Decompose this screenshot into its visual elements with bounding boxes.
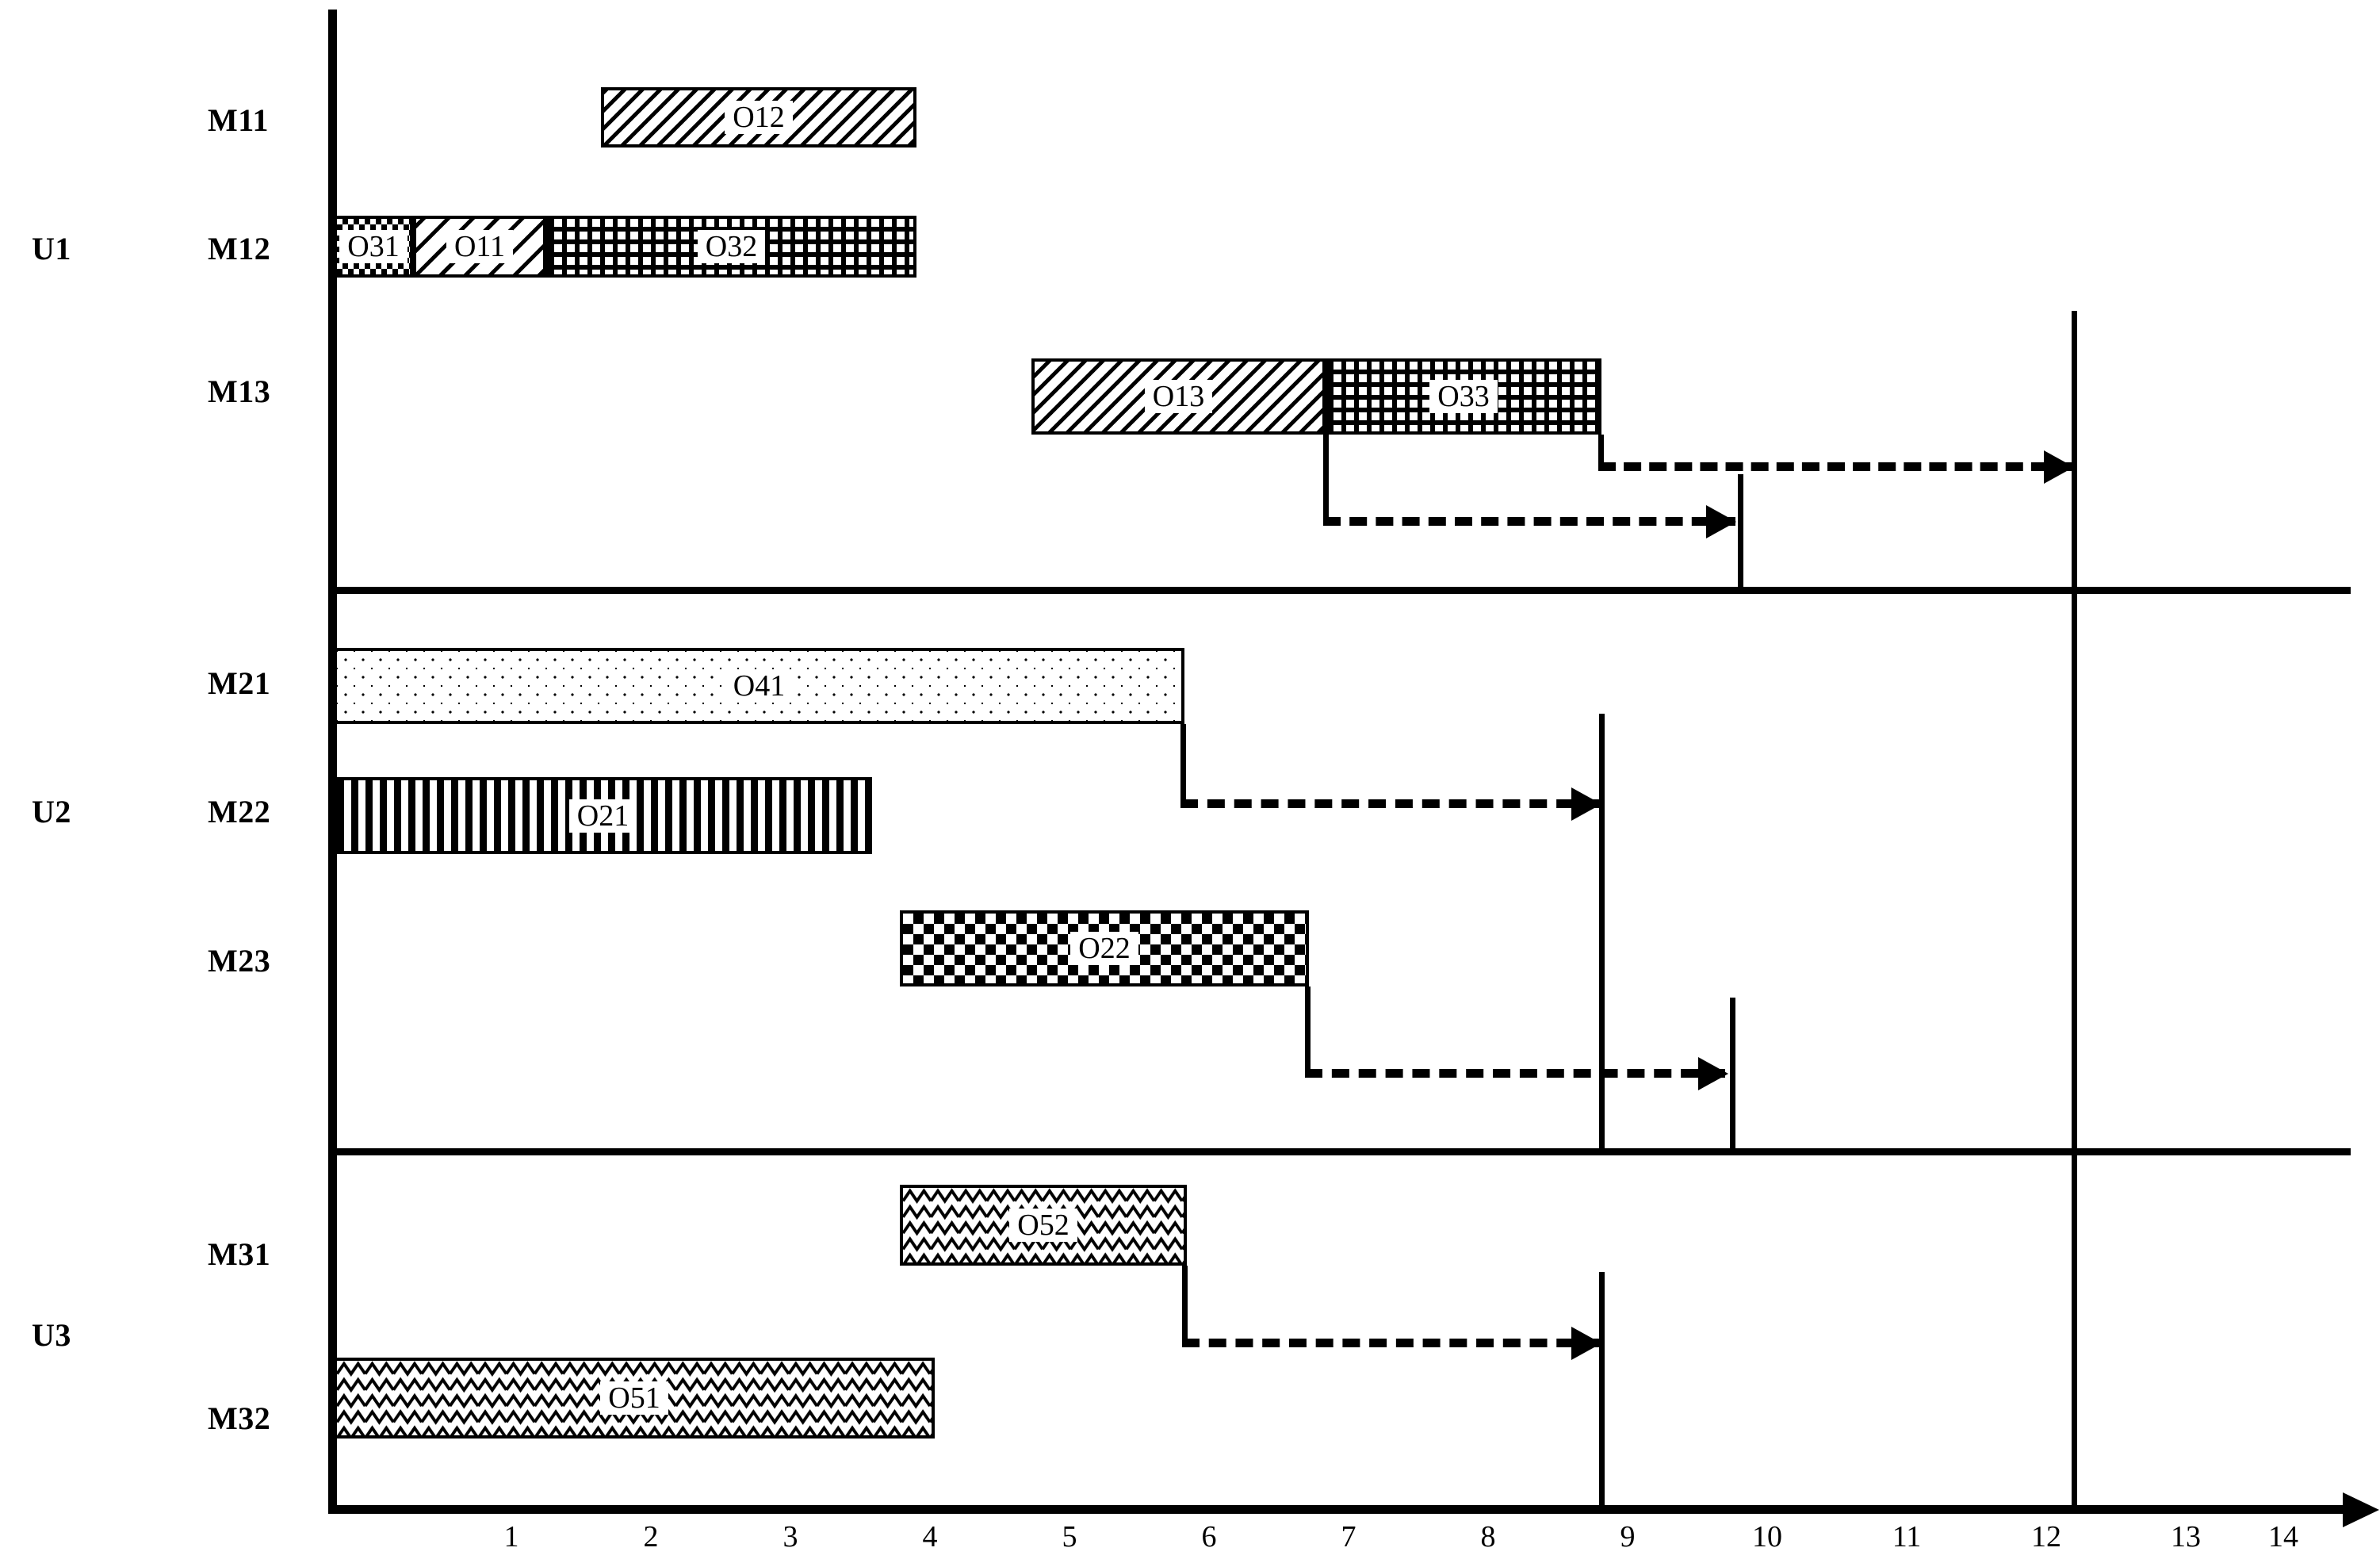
precedence-arrow-o33-to-due12 — [1598, 462, 2074, 471]
machine-label-m31: M31 — [208, 1236, 271, 1272]
task-label-o51: O51 — [600, 1381, 668, 1415]
x-tick-label-14: 14 — [2268, 1520, 2298, 1553]
machine-label-m22: M22 — [208, 794, 271, 829]
x-tick-label-5: 5 — [1062, 1520, 1077, 1553]
machine-label-m12: M12 — [208, 231, 271, 266]
x-tick-label-8: 8 — [1480, 1520, 1496, 1553]
x-axis-arrow-icon — [2343, 1492, 2379, 1527]
task-bar-o41: O41 — [334, 648, 1184, 724]
x-tick-label-11: 11 — [1892, 1520, 1922, 1553]
arrowhead-icon — [2044, 450, 2074, 484]
arrowhead-icon — [1698, 1057, 1728, 1090]
task-label-o21: O21 — [568, 799, 637, 833]
machine-label-m21: M21 — [208, 665, 271, 701]
x-tick-label-3: 3 — [782, 1520, 798, 1553]
due-date-marker-12-main — [2072, 311, 2077, 1513]
arrowhead-icon — [1706, 505, 1736, 538]
task-bar-o12: O12 — [601, 87, 916, 147]
y-axis-line — [328, 10, 337, 1512]
precedence-arrow-o13-to-due10 — [1323, 517, 1735, 526]
pattern-checkerboard-bold — [903, 914, 1306, 983]
x-tick-label-1: 1 — [503, 1520, 519, 1553]
due-date-marker-9-u2 — [1599, 714, 1605, 1150]
drop-line-o41 — [1180, 724, 1186, 803]
task-label-o33: O33 — [1429, 380, 1498, 413]
precedence-arrow-o41-to-due9 — [1180, 799, 1601, 808]
arrowhead-icon — [1571, 1327, 1601, 1360]
task-bar-o33: O33 — [1326, 358, 1601, 435]
x-tick-label-4: 4 — [922, 1520, 938, 1553]
task-label-o22: O22 — [1070, 932, 1138, 965]
task-label-o52: O52 — [1009, 1209, 1077, 1242]
due-date-marker-10-u2 — [1730, 998, 1735, 1150]
precedence-arrow-o52-to-due9 — [1182, 1339, 1601, 1347]
task-label-o41: O41 — [725, 669, 794, 703]
due-date-marker-9-u3 — [1599, 1272, 1605, 1511]
task-bar-o51: O51 — [334, 1358, 935, 1438]
unit-separator-u1-u2 — [333, 587, 2351, 594]
unit-separator-u2-u3 — [333, 1148, 2351, 1155]
task-bar-o13: O13 — [1031, 358, 1326, 435]
x-tick-label-12: 12 — [2031, 1520, 2061, 1553]
x-axis-line — [328, 1505, 2346, 1514]
due-date-marker-10-u1 — [1738, 474, 1743, 589]
task-bar-o21: O21 — [334, 777, 872, 854]
x-tick-label-7: 7 — [1341, 1520, 1356, 1553]
drop-line-o13 — [1323, 435, 1329, 522]
drop-line-o52 — [1182, 1266, 1188, 1343]
unit-label-u3: U3 — [32, 1317, 71, 1353]
precedence-arrow-o22-to-due10 — [1305, 1069, 1725, 1078]
drop-line-o22 — [1305, 986, 1311, 1074]
unit-label-u2: U2 — [32, 794, 71, 829]
arrowhead-icon — [1571, 787, 1601, 821]
x-tick-label-2: 2 — [643, 1520, 659, 1553]
pattern-zigzag — [903, 1188, 1184, 1262]
task-bar-o11: O11 — [413, 216, 546, 278]
x-tick-label-13: 13 — [2171, 1520, 2201, 1553]
pattern-hatch-backslash-dense — [604, 90, 913, 144]
x-tick-label-6: 6 — [1201, 1520, 1217, 1553]
machine-label-m13: M13 — [208, 374, 271, 409]
machine-label-m32: M32 — [208, 1400, 271, 1436]
task-label-o31: O31 — [339, 230, 408, 263]
task-label-o11: O11 — [446, 230, 514, 263]
task-bar-o32: O32 — [546, 216, 916, 278]
drop-line-o33 — [1598, 435, 1604, 466]
task-label-o12: O12 — [725, 101, 793, 134]
x-tick-label-9: 9 — [1620, 1520, 1636, 1553]
task-bar-o52: O52 — [900, 1185, 1187, 1266]
task-label-o32: O32 — [697, 230, 766, 263]
machine-label-m11: M11 — [208, 102, 270, 138]
x-tick-label-10: 10 — [1752, 1520, 1782, 1553]
task-label-o13: O13 — [1144, 380, 1213, 413]
machine-label-m23: M23 — [208, 943, 271, 979]
task-bar-o31: O31 — [334, 216, 413, 278]
unit-label-u1: U1 — [32, 231, 71, 266]
task-bar-o22: O22 — [900, 910, 1309, 986]
